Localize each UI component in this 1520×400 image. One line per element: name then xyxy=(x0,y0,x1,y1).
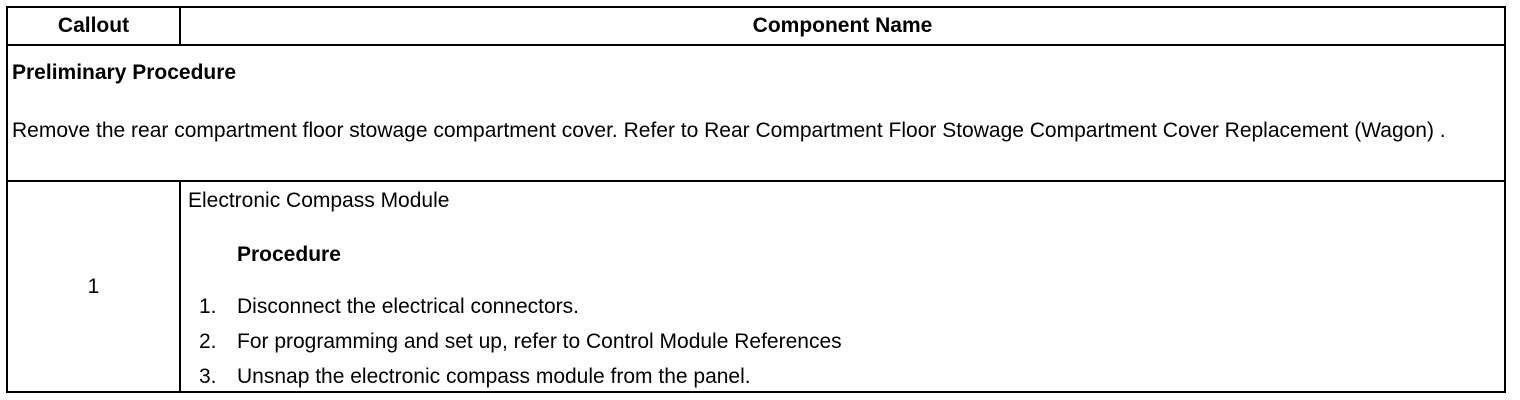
table-row: 1 Electronic Compass Module Procedure 1.… xyxy=(8,182,1504,391)
preliminary-procedure-text: Remove the rear compartment floor stowag… xyxy=(12,119,1446,142)
step-text: Disconnect the electrical connectors. xyxy=(237,295,579,318)
procedure-steps: 1.Disconnect the electrical connectors. … xyxy=(199,295,842,400)
preliminary-procedure-title: Preliminary Procedure xyxy=(12,61,237,84)
procedure-heading: Procedure xyxy=(237,243,341,266)
table-header-row: Callout Component Name xyxy=(8,8,1504,46)
step-text: Unsnap the electronic compass module fro… xyxy=(237,365,751,388)
component-table: Callout Component Name Preliminary Proce… xyxy=(6,6,1506,393)
preliminary-procedure-row: Preliminary Procedure Remove the rear co… xyxy=(8,46,1504,182)
header-component-name: Component Name xyxy=(752,14,933,37)
procedure-step: 1. Disconnect the electrical connectors. xyxy=(199,295,842,330)
step-number: 3. xyxy=(199,365,217,388)
step-number: 2. xyxy=(199,330,217,353)
step-text: For programming and set up, refer to Con… xyxy=(237,330,842,353)
procedure-step: 3. Unsnap the electronic compass module f… xyxy=(199,365,842,400)
procedure-step: 2. For programming and set up, refer to C… xyxy=(199,330,842,365)
step-number: 1. xyxy=(199,295,217,318)
component-name: Electronic Compass Module xyxy=(188,189,450,212)
header-callout: Callout xyxy=(8,8,181,44)
component-cell: Electronic Compass Module Procedure 1. Di… xyxy=(181,182,1504,391)
callout-number: 1 xyxy=(8,182,181,391)
